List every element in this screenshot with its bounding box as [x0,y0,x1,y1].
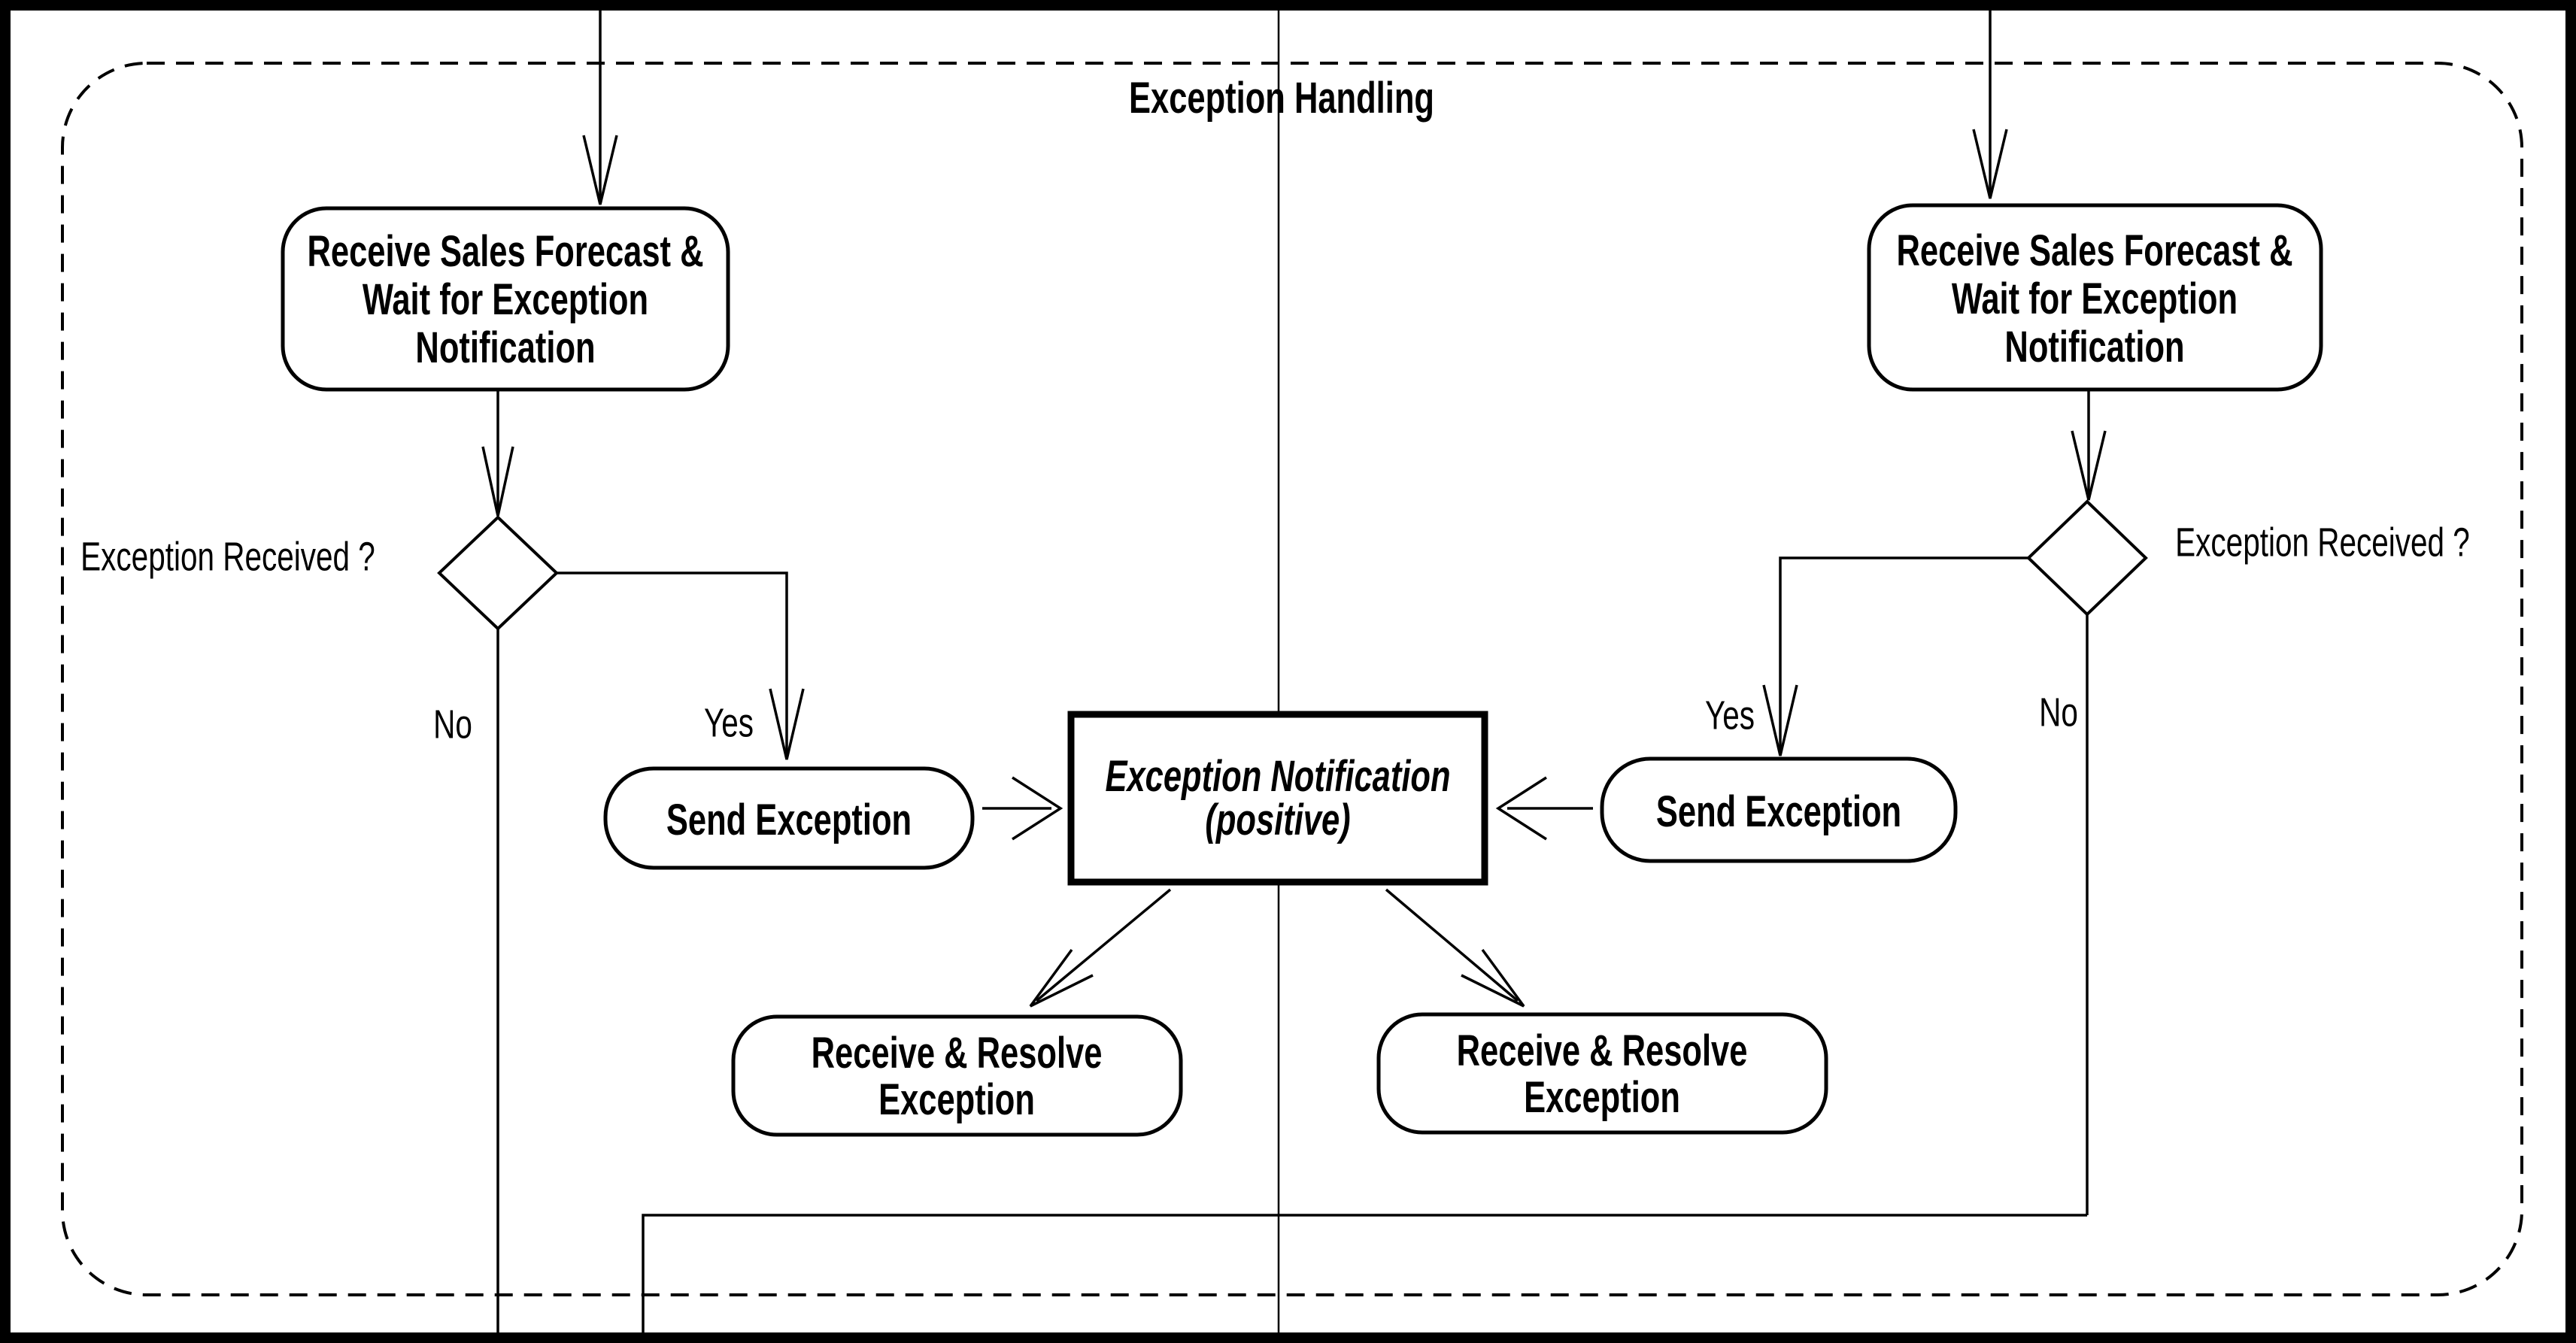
flow-line-notification-to-resolve-left [1035,888,1172,1002]
yes-arrowhead-right [1762,684,1798,756]
arrowhead-notification-to-resolve-left [1029,948,1094,1008]
notification-line1: Exception Notification [1105,752,1450,800]
task-receive-resolve-right [1376,1012,1828,1135]
arrowhead-notification-to-resolve-right [1461,948,1525,1008]
no-return-line-right [642,1214,2087,1338]
arrowhead-task-to-decision-right [2071,430,2107,501]
task-send-exception-right [1600,756,1958,863]
task-receive-forecast-left-line3: Notification [415,323,595,371]
center-shared: Exception Notification (positive) Receiv… [731,711,1828,1137]
notification-line2: (positive) [1205,796,1350,844]
incoming-arrowhead-right [1972,129,2008,199]
exception-handling-boundary [61,62,2523,1296]
branch-label-yes-right: Yes [1705,693,1755,738]
task-receive-forecast-right-line2: Wait for Exception [1952,274,2238,323]
task-receive-resolve-left [731,1014,1183,1137]
task-receive-resolve-left-line1: Receive & Resolve [812,1029,1103,1077]
arrowhead-send-to-notification-left [1012,776,1063,841]
task-receive-forecast-right-line1: Receive Sales Forecast & [1897,226,2293,274]
branch-label-yes-left: Yes [704,701,754,746]
task-send-exception-left [603,766,975,870]
task-receive-resolve-right-line1: Receive & Resolve [1457,1026,1748,1075]
diagram-title: Exception Handling [1129,74,1434,122]
branch-label-no-left: No [433,702,472,747]
task-receive-forecast-right-line3: Notification [2004,323,2184,371]
task-receive-resolve-left-line2: Exception [878,1075,1035,1123]
yes-branch-line-left [557,571,788,756]
task-receive-forecast-left-line1: Receive Sales Forecast & [308,227,704,275]
task-receive-forecast-left-line2: Wait for Exception [363,275,648,323]
task-send-exception-left-label: Send Exception [666,796,912,844]
right-lane: Receive Sales Forecast & Wait for Except… [642,11,2470,1338]
task-receive-forecast-right [1867,203,2323,392]
decision-label-left: Exception Received ? [80,535,375,580]
task-receive-resolve-right-line2: Exception [1524,1073,1680,1121]
data-object-exception-notification [1067,711,1488,886]
yes-arrowhead-left [769,688,805,760]
decision-label-right: Exception Received ? [2175,520,2470,565]
flow-line-notification-to-resolve-right [1385,888,1519,1002]
task-send-exception-right-label: Send Exception [1656,787,1901,835]
left-lane: Receive Sales Forecast & Wait for Except… [80,11,1063,1338]
task-receive-forecast-left [281,206,730,392]
yes-branch-line-right [1779,556,2028,753]
branch-label-no-right: No [2039,690,2078,735]
arrowhead-send-to-notification-right [1495,776,1547,841]
incoming-arrowhead-left [582,135,618,205]
